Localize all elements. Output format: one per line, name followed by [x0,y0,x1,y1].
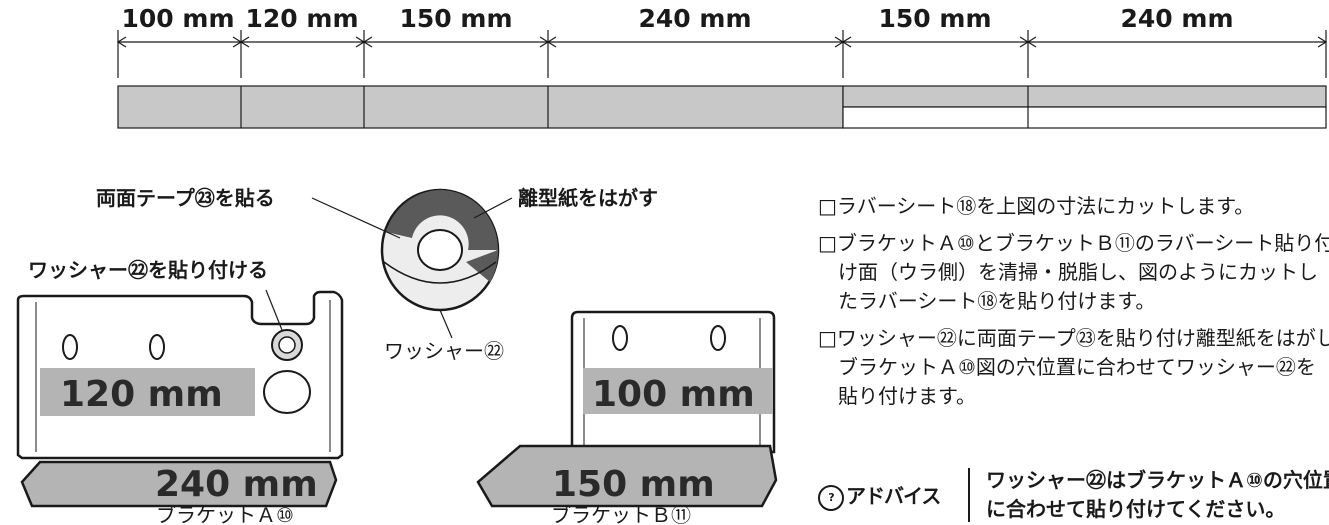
tape-callout: 両面テープ㉓を貼る [96,186,275,210]
rubber-sheet-strip [117,85,1327,129]
bracket-a-hole [62,334,78,360]
advice-logo-text: アドバイス [846,484,941,508]
advice-box: ?アドバイス ワッシャー㉒はブラケットＡ⑩の穴位置 に合わせて貼り付けてください… [818,466,1329,524]
instructions: □ラバーシート⑱を上図の寸法にカットします。 □ブラケットＡ⑩とブラケットＢ⑪の… [818,192,1329,419]
bracket-b-label: ブラケットＢ⑪ [551,503,691,525]
bracket-b-hole [612,325,628,351]
advice-text: ワッシャー㉒はブラケットＡ⑩の穴位置 に合わせて貼り付けてください。 [986,466,1329,524]
instruction-2: □ブラケットＡ⑩とブラケットＢ⑪のラバーシート貼り付 け面（ウラ側）を清掃・脱脂… [818,229,1329,316]
bracket-a-large-hole [263,370,311,414]
instruction-3: □ワッシャー㉒に両面テープ㉓を貼り付け離型紙をはがし、 ブラケットＡ⑩図の穴位置… [818,324,1329,411]
bracket-a [16,290,344,508]
release-paper-callout: 離型紙をはがす [518,186,658,210]
dimension-lines [116,30,1328,78]
dim-label-6: 240 mm [1121,4,1234,33]
bracket-a-lower-dim: 240 mm [155,464,318,505]
dim-label-2: 120 mm [246,4,359,33]
rubber-patch-a-lower [20,460,338,508]
bracket-b-upper-dim: 100 mm [592,374,755,415]
washer-illustration [380,188,500,312]
washer-label: ワッシャー㉒ [384,339,504,363]
bracket-a-upper-dim: 120 mm [60,374,223,415]
instruction-line: たラバーシート⑱を貼り付けます。 [838,289,1156,313]
dim-label-3: 150 mm [400,4,513,33]
advice-line: に合わせて貼り付けてください。 [986,497,1286,521]
instruction-line: □ワッシャー㉒に両面テープ㉓を貼り付け離型紙をはがし、 [818,326,1329,350]
instruction-line: ブラケットＡ⑩図の穴位置に合わせてワッシャー㉒を [838,355,1316,379]
advice-icon: ? [818,484,844,511]
rubber-patch-a-upper [40,368,255,416]
instruction-line: け面（ウラ側）を清掃・脱脂し、図のようにカットし [838,260,1318,284]
instruction-line: □ラバーシート⑱を上図の寸法にカットします。 [818,194,1255,218]
rubber-patch-b-upper [583,368,773,414]
bracket-a-hole [149,334,165,360]
leader-lines [265,197,513,339]
bracket-b [476,310,778,508]
instruction-line: □ブラケットＡ⑩とブラケットＢ⑪のラバーシート貼り付 [818,231,1329,255]
attach-washer-callout: ワッシャー㉒を貼り付ける [28,258,268,282]
dim-label-5: 150 mm [879,4,992,33]
instruction-1: □ラバーシート⑱を上図の寸法にカットします。 [818,192,1329,221]
instruction-line: 貼り付けます。 [838,384,976,408]
bracket-b-lower-dim: 150 mm [552,464,715,505]
advice-logo: ?アドバイス [818,480,941,511]
dim-label-4: 240 mm [639,4,752,33]
bracket-a-label: ブラケットＡ⑩ [156,503,294,525]
bracket-b-hole [710,325,726,351]
dim-label-1: 100 mm [122,4,235,33]
advice-divider [968,468,970,522]
advice-line: ワッシャー㉒はブラケットＡ⑩の穴位置 [986,468,1329,492]
rubber-patch-b-lower [476,444,778,508]
